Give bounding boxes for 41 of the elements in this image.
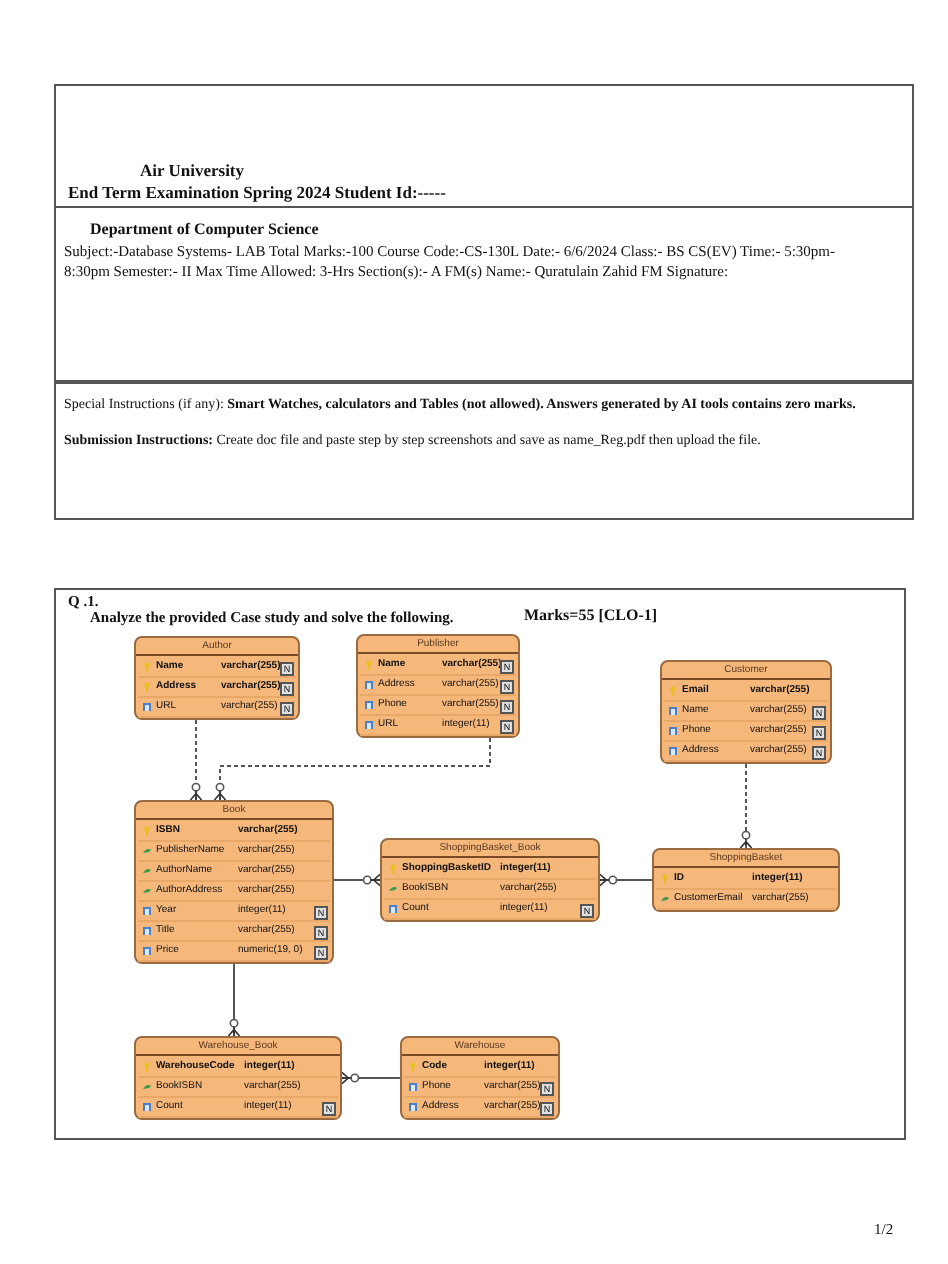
entity-table bbox=[134, 636, 300, 720]
entity-table bbox=[134, 1036, 342, 1120]
table-row bbox=[138, 822, 330, 842]
table-row bbox=[360, 696, 516, 716]
table-row bbox=[404, 1098, 556, 1118]
entity-table bbox=[400, 1036, 560, 1120]
heading: Air University bbox=[140, 162, 247, 180]
table-row bbox=[384, 900, 596, 920]
table-row bbox=[138, 698, 296, 718]
table-row bbox=[138, 842, 330, 862]
entity-table bbox=[134, 800, 334, 964]
marks-text: Marks=55 [CLO-1] bbox=[524, 606, 660, 624]
table-row bbox=[664, 722, 828, 742]
table-row bbox=[404, 1078, 556, 1098]
table-row bbox=[360, 716, 516, 736]
entity-table bbox=[380, 838, 600, 922]
table-row bbox=[664, 702, 828, 722]
table-row bbox=[404, 1058, 556, 1078]
table-row bbox=[656, 870, 836, 890]
heading: End Term Examination Spring 2024 Student Id:----- bbox=[68, 184, 448, 202]
table-row bbox=[664, 682, 828, 702]
entity-table bbox=[652, 848, 840, 912]
table-row bbox=[138, 658, 296, 678]
table-row bbox=[138, 1058, 338, 1078]
table-row bbox=[138, 678, 296, 698]
table-row bbox=[360, 676, 516, 696]
entity-table bbox=[660, 660, 832, 764]
table-row bbox=[138, 1098, 338, 1118]
table-row bbox=[656, 890, 836, 910]
table-row bbox=[138, 862, 330, 882]
table-row bbox=[384, 860, 596, 880]
table-row bbox=[138, 882, 330, 902]
table-row bbox=[138, 922, 330, 942]
entity-table bbox=[356, 634, 520, 738]
table-row bbox=[664, 742, 828, 762]
heading: Department of Computer Science bbox=[90, 220, 321, 238]
table-row bbox=[384, 880, 596, 900]
table-row bbox=[138, 942, 330, 962]
table-row bbox=[138, 1078, 338, 1098]
table-row bbox=[360, 656, 516, 676]
table-row bbox=[138, 902, 330, 922]
